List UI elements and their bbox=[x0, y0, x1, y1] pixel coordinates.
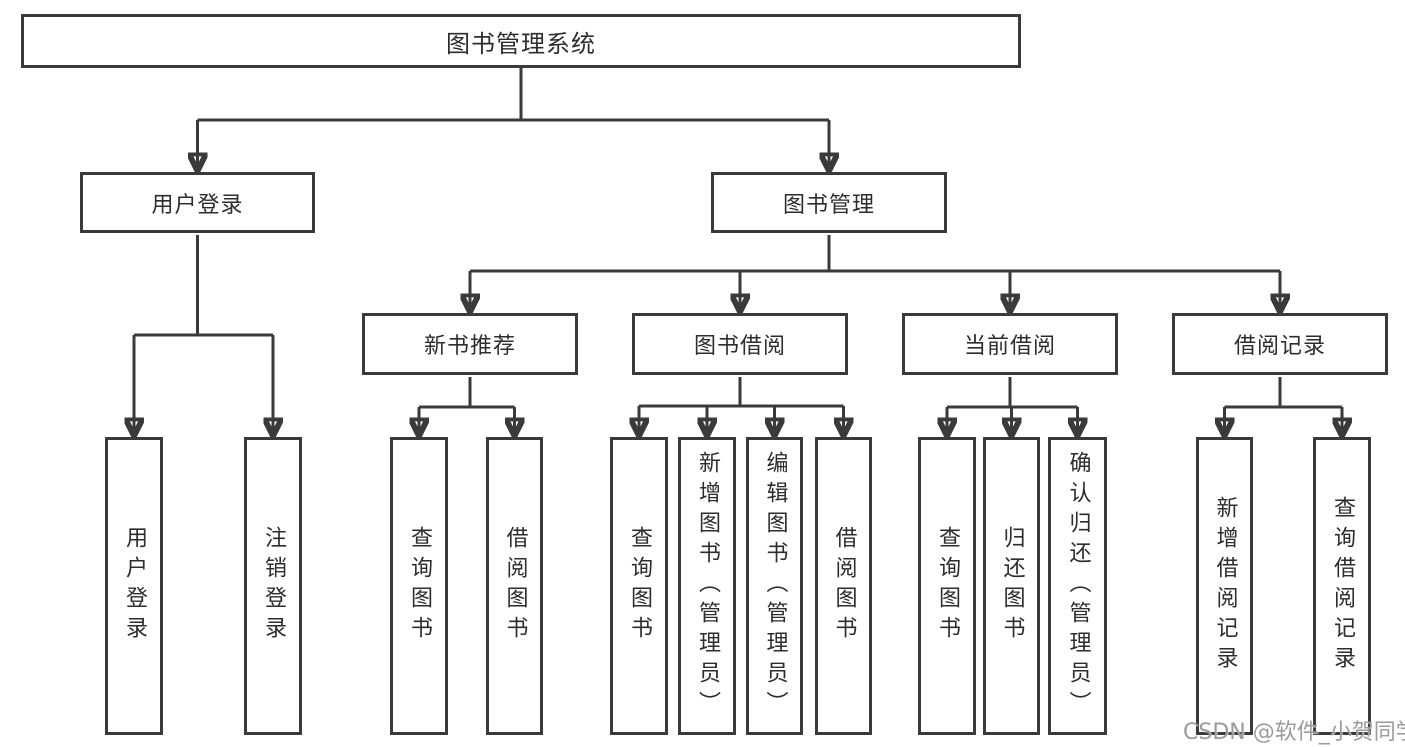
node-book-borrow: 图书借阅 bbox=[632, 313, 848, 375]
node-borrow-record: 借阅记录 bbox=[1172, 313, 1388, 375]
leaf-confirm-return-admin: 确认归还（管理员） bbox=[1048, 437, 1107, 735]
node-label: 新书推荐 bbox=[423, 334, 516, 359]
leaf-add-books-admin: 新增图书（管理员） bbox=[678, 437, 736, 735]
node-new-book-recommend: 新书推荐 bbox=[362, 313, 578, 375]
leaf-query-books-2: 查询图书 bbox=[610, 437, 668, 735]
node-label: 借阅记录 bbox=[1233, 334, 1326, 359]
leaf-return-books: 归还图书 bbox=[983, 437, 1040, 735]
leaf-edit-books-admin: 编辑图书（管理员） bbox=[746, 437, 803, 735]
node-library-management-system: 图书管理系统 bbox=[21, 14, 1021, 68]
leaf-user-login: 用户登录 bbox=[105, 437, 163, 735]
csdn-watermark: CSDN @软件_小贺同学 bbox=[1183, 720, 1405, 745]
leaf-logout: 注销登录 bbox=[244, 437, 302, 735]
node-label: 编辑图书（管理员） bbox=[762, 451, 788, 721]
node-label: 查询图书 bbox=[407, 526, 432, 646]
leaf-query-books-1: 查询图书 bbox=[390, 437, 448, 735]
node-current-borrow: 当前借阅 bbox=[902, 313, 1118, 375]
node-label: 借阅图书 bbox=[831, 526, 857, 646]
node-label: 用户登录 bbox=[122, 526, 147, 646]
node-label: 图书管理 bbox=[782, 192, 875, 218]
node-label: 归还图书 bbox=[999, 526, 1025, 646]
leaf-borrow-books-1: 借阅图书 bbox=[486, 437, 543, 735]
node-label: 当前借阅 bbox=[963, 334, 1056, 359]
leaf-borrow-books-2: 借阅图书 bbox=[815, 437, 872, 735]
node-label: 新增借阅记录 bbox=[1212, 496, 1238, 676]
leaf-add-borrow-record: 新增借阅记录 bbox=[1196, 437, 1253, 735]
node-label: 图书借阅 bbox=[693, 334, 786, 359]
leaf-query-borrow-record: 查询借阅记录 bbox=[1313, 437, 1371, 735]
leaf-query-books-3: 查询图书 bbox=[918, 437, 976, 735]
node-label: 查询借阅记录 bbox=[1330, 496, 1355, 676]
node-label: 查询图书 bbox=[627, 526, 652, 646]
node-label: 图书管理系统 bbox=[446, 29, 596, 58]
node-label: 用户登录 bbox=[151, 192, 244, 218]
node-label: 确认归还（管理员） bbox=[1065, 451, 1091, 721]
node-label: 借阅图书 bbox=[502, 526, 528, 646]
node-book-management: 图书管理 bbox=[711, 172, 947, 233]
node-label: 注销登录 bbox=[261, 526, 286, 646]
node-user-login: 用户登录 bbox=[80, 172, 315, 233]
node-label: 新增图书（管理员） bbox=[695, 451, 720, 721]
node-label: 查询图书 bbox=[935, 526, 960, 646]
